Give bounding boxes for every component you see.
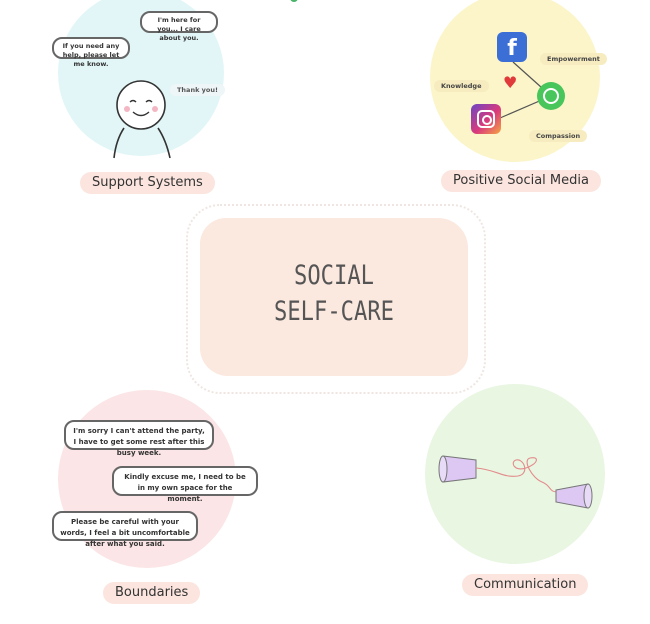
center-box xyxy=(200,218,468,376)
support-bubble-help: If you need any help, please let me know… xyxy=(52,37,130,68)
tin-can-phone-icon xyxy=(438,455,593,509)
boundaries-bubble-party: I'm sorry I can't attend the party, I ha… xyxy=(64,420,214,457)
tag-knowledge: Knowledge xyxy=(434,80,489,92)
thank-you-tag: Thank you! xyxy=(170,84,225,96)
title-line-2: SELF-CARE xyxy=(274,296,394,327)
boundaries-bubble-words: Please be careful with your words, I fee… xyxy=(52,511,198,548)
social-media-label: Positive Social Media xyxy=(441,170,601,192)
tag-compassion: Compassion xyxy=(529,130,588,142)
boundaries-bubble-space: Kindly excuse me, I need to be in my own… xyxy=(112,466,258,503)
support-systems-label: Support Systems xyxy=(80,172,215,194)
title-line-1: SOCIAL xyxy=(293,260,374,291)
center-dotted-frame xyxy=(186,204,486,394)
boundaries-label: Boundaries xyxy=(103,582,201,604)
whatsapp-icon xyxy=(537,82,565,110)
instagram-icon xyxy=(471,104,501,134)
heart-icon: ♥ xyxy=(503,73,518,92)
tag-empowerment: Empowerment xyxy=(540,53,607,65)
facebook-icon: f xyxy=(497,32,527,62)
communication-label: Communication xyxy=(462,574,589,596)
person-icon xyxy=(113,80,171,159)
top-leaf-mark xyxy=(290,0,298,2)
page-title: SOCIAL SELF-CARE xyxy=(224,258,444,330)
support-bubble-care: I'm here for you... I care about you. xyxy=(140,11,218,42)
